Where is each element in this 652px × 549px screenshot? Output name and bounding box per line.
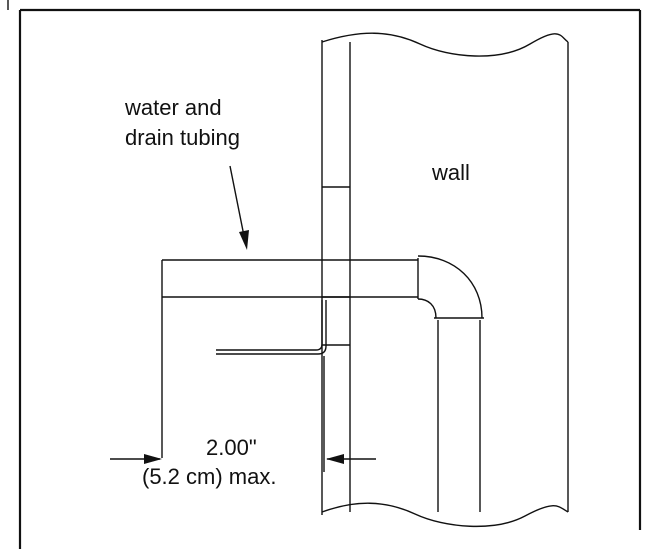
tubing-label-line2: drain tubing bbox=[125, 125, 240, 150]
tubing bbox=[161, 255, 484, 512]
wall bbox=[321, 32, 569, 528]
figure-frame bbox=[7, 0, 642, 549]
tubing-label-line1: water and bbox=[124, 95, 222, 120]
dimension-value-label: 2.00" bbox=[206, 435, 257, 460]
leader-arrow bbox=[229, 165, 249, 250]
dimension-arrow-left bbox=[144, 454, 162, 464]
bracket bbox=[216, 300, 327, 408]
wall-label: wall bbox=[431, 160, 470, 185]
wall-stud bbox=[322, 42, 351, 512]
dimension-metric-label: (5.2 cm) max. bbox=[142, 464, 276, 489]
dimension bbox=[110, 297, 376, 472]
dimension-arrow-right bbox=[326, 454, 344, 464]
